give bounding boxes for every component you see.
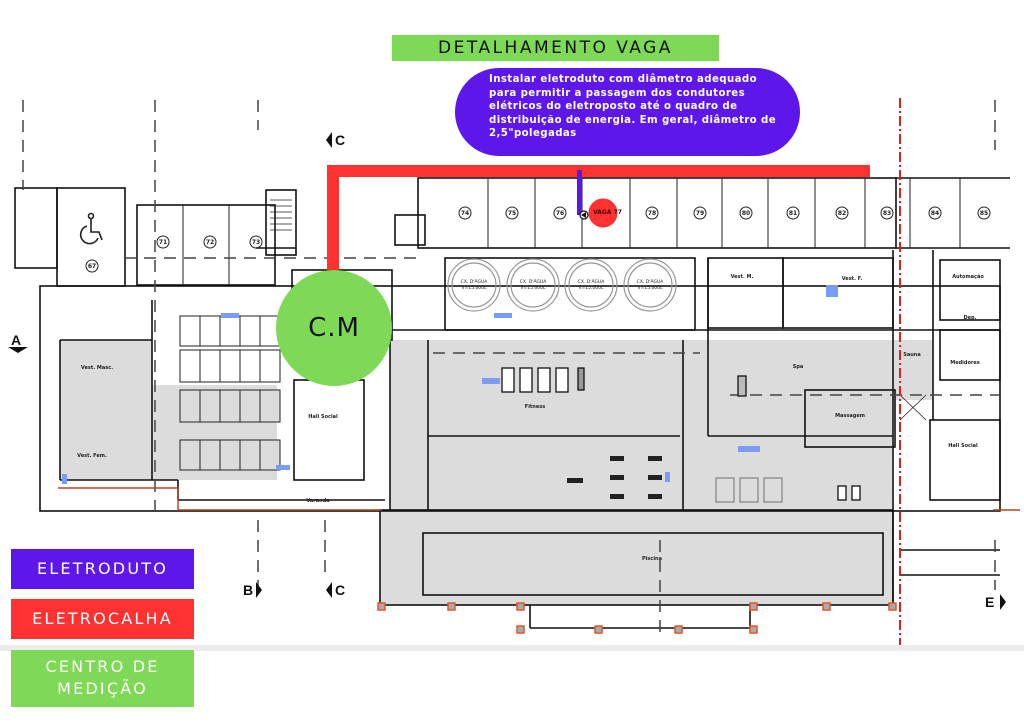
parking-spot-number: 74 [461,210,469,217]
walls [14,177,1010,629]
tank-label: CX. D'ÁGUA [520,278,548,285]
tank-label: CX. D'ÁGUA [461,278,489,285]
legend-eletroduto: ELETRODUTO [11,549,194,589]
vaga-label: VAGA 77 [593,209,622,216]
parking-spot-number: 84 [931,210,939,217]
eletroduto-route [577,170,582,215]
tank-label: CX. D'ÁGUA [637,278,665,285]
tank-label: CX. D'ÁGUA [578,278,606,285]
tank-volume: V=15.000L [520,285,546,291]
room-label-hall-social: Hall Social [308,414,338,420]
parking-spot-number: 79 [696,210,704,217]
page-title: DETALHAMENTO VAGA [392,35,719,61]
legend-centro-medicao: CENTRO DE MEDIÇÃO [11,650,194,707]
room-label-automacao: Automação [952,274,984,280]
room-label-deposito: Dep. [963,315,976,321]
installation-note: Instalar eletroduto com diâmetro adequad… [455,68,800,156]
parking-spot-number: 81 [789,210,797,217]
centro-medicao-marker[interactable]: C.M [276,270,392,386]
wheelchair-icon [79,212,103,245]
charger-direction-icon [581,212,586,218]
room-label-spa: Spa [793,364,804,370]
stairs [270,199,927,421]
parking-spot-number: 83 [883,210,891,217]
fitness-equipment [501,367,861,503]
parking-spot-number: 85 [980,210,988,217]
room-label-hall-social: Hall Social [948,443,978,449]
note-line: 2,5"polegadas [489,128,577,139]
room-label-medidores: Medidores [950,360,980,366]
blue-markers [62,285,838,484]
water-tanks [447,258,677,312]
parking-spot-numbers [85,206,991,273]
section-marker-b: B [243,582,254,598]
room-label-vest-fem: Vest. Fem. [77,453,107,459]
parking-spot-number: 76 [556,210,564,217]
parking-spot-number: 73 [252,239,260,246]
bottom-band [0,645,1024,651]
boundary-line [58,487,1020,511]
cubicles [179,315,281,471]
room-label-vest-f: Vest. F. [842,276,863,282]
section-marker-arrows [8,132,1006,610]
room-label-fitness: Fitness [525,404,545,410]
section-marker-a: A [11,332,22,348]
parking-spot-number: 71 [159,239,167,246]
section-marker-c-top: C [335,132,346,148]
room-label-vest-masc: Vest. Masc. [81,365,113,371]
note-line: distribuição de energia. Em geral, diâme… [489,114,777,126]
room-label-vest-m: Vest. M. [731,274,754,280]
room-label-piscina: Piscina [642,556,662,562]
tank-volume: V=15.000L [637,285,663,291]
tank-labels: CX. D'ÁGUA V=15.000L CX. D'ÁGUA V=15.000… [461,278,665,291]
note-line: Instalar eletroduto com diâmetro adequad… [489,74,757,85]
parking-spot-number: 72 [206,239,214,246]
parking-spot-number: 78 [648,210,656,217]
note-line: elétricos do eletroposto até o quadro de [489,101,738,112]
room-label-massagem: Massagem [835,413,865,419]
legend-centro-line1: CENTRO DE [45,657,160,676]
room-label-varanda: Varanda [306,498,329,504]
legend-centro-line2: MEDIÇÃO [57,679,148,698]
pool-columns [377,602,897,634]
room-label-sauna: Sauna [903,352,920,358]
parking-spot-number: 80 [742,210,750,217]
parking-spot-number: 67 [88,263,96,270]
legend-eletrocalha: ELETROCALHA [11,599,194,639]
note-line: para permitir a passagem dos condutores [489,87,746,99]
parking-dividers [182,178,961,285]
eletrocalha-route [327,165,870,270]
parking-spot-number: 75 [508,210,516,217]
section-marker-c-bottom: C [335,582,346,598]
section-marker-e: E [985,594,995,610]
axis-lines [22,100,1000,640]
tank-volume: V=15.000L [461,285,487,291]
parking-spot-number: 82 [838,210,846,217]
tank-volume: V=15.000L [578,285,604,291]
weights [567,456,662,499]
